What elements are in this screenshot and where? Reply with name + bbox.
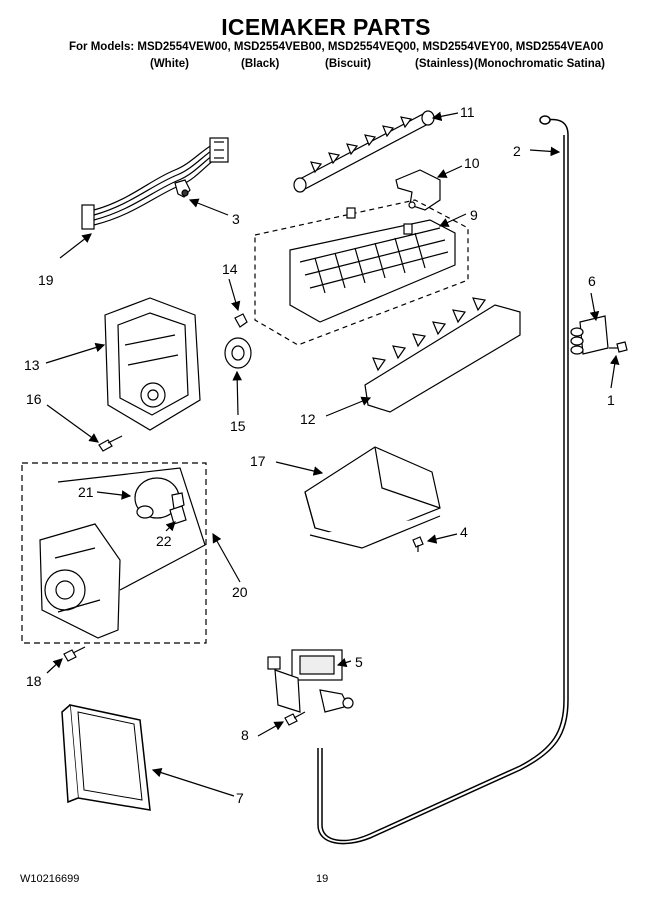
leader-lines: [45, 111, 620, 797]
variant-biscuit: (Biscuit): [325, 58, 371, 70]
small-clip-part: [234, 313, 248, 328]
screw-18-part: [63, 646, 86, 662]
screw-8-part: [284, 711, 306, 726]
callout-13: 13: [24, 357, 40, 373]
callout-15: 15: [230, 418, 246, 434]
callout-2: 2: [513, 143, 521, 159]
callout-5: 5: [355, 654, 363, 670]
variant-monochromatic-satina: (Monochromatic Satina): [474, 58, 605, 70]
callout-21: 21: [78, 484, 94, 500]
callout-20: 20: [232, 584, 248, 600]
callout-14: 14: [222, 261, 238, 277]
callout-18: 18: [26, 673, 42, 689]
screw-16-part: [98, 435, 123, 452]
callout-1: 1: [607, 392, 615, 408]
motor-part: [134, 477, 185, 519]
callout-4: 4: [460, 524, 468, 540]
callout-7: 7: [236, 790, 244, 806]
callout-16: 16: [26, 391, 42, 407]
water-valve-part: [267, 649, 354, 713]
bracket-part: [395, 169, 441, 211]
ejector-part: [293, 110, 435, 193]
document-number: W10216699: [20, 873, 80, 885]
control-assembly-group-outline: [21, 462, 207, 644]
control-board-part: [39, 467, 206, 639]
fill-tube-part: [317, 115, 569, 845]
callout-labels: 1 2 3 4 5 6 7 8 9 10 11 12 13 14 15 16 1…: [24, 104, 615, 806]
tube-clamp-part: [570, 315, 609, 355]
module-housing-part: [104, 297, 201, 431]
screw-4-part: [412, 536, 424, 552]
screw-1-part: [609, 341, 628, 353]
variant-stainless: (Stainless): [415, 58, 474, 70]
callout-10: 10: [464, 155, 480, 171]
callout-9: 9: [470, 207, 478, 223]
clip-part: [174, 179, 191, 198]
variant-black: (Black): [241, 58, 280, 70]
callout-17: 17: [250, 453, 266, 469]
ice-shield-part: [304, 446, 441, 549]
ice-stripper-part: [364, 297, 521, 413]
thermostat-part: [224, 337, 252, 369]
cover-part: [61, 704, 151, 811]
callout-22: 22: [156, 533, 172, 549]
ice-mold-part: [254, 199, 469, 346]
callout-6: 6: [588, 273, 596, 289]
callout-19: 19: [38, 272, 54, 288]
variant-white: (White): [150, 58, 189, 70]
callout-8: 8: [241, 727, 249, 743]
models-line: For Models: MSD2554VEW00, MSD2554VEB00, …: [69, 41, 604, 53]
page-title: ICEMAKER PARTS: [221, 14, 431, 40]
callout-12: 12: [300, 411, 316, 427]
page-number: 19: [316, 873, 329, 885]
switch-22-part: [169, 505, 187, 525]
callout-11: 11: [460, 104, 475, 120]
wire-harness-part: [81, 137, 229, 230]
callout-3: 3: [232, 211, 240, 227]
